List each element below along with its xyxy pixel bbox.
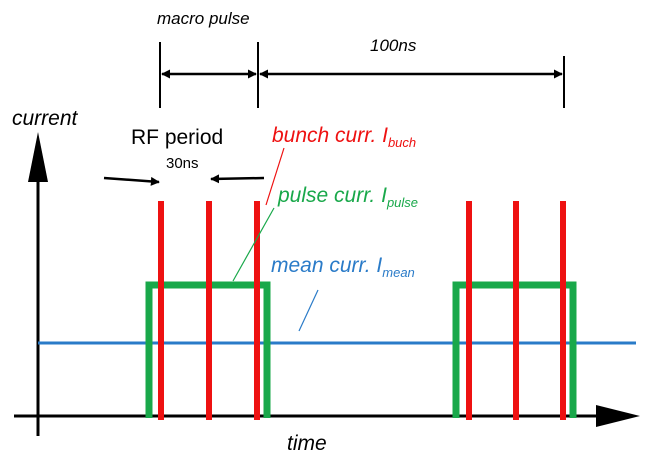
x-axis-arrowhead bbox=[596, 405, 640, 427]
rf-period-value: 30ns bbox=[166, 155, 199, 172]
bunch-current-label: bunch curr. Ibuch bbox=[272, 124, 416, 150]
macro-pulse-label: macro pulse bbox=[157, 9, 250, 28]
y-axis-label: current bbox=[12, 107, 79, 130]
pulse-current-label: pulse curr. Ipulse bbox=[277, 184, 418, 210]
mean-current-label: mean curr. Imean bbox=[271, 254, 415, 280]
x-axis-label: time bbox=[287, 432, 327, 455]
rf-period-arrow-right bbox=[210, 174, 265, 184]
rf-period-arrow-left bbox=[103, 176, 160, 186]
pulse-leader-line bbox=[232, 207, 275, 282]
period-100ns-label: 100ns bbox=[370, 36, 417, 55]
y-axis-arrowhead bbox=[28, 132, 48, 182]
mean-leader-line bbox=[298, 289, 319, 332]
bunch-leader-line bbox=[265, 147, 285, 206]
bunch-current-group-1 bbox=[158, 201, 260, 420]
rf-period-label: RF period bbox=[131, 126, 223, 149]
bunch-current-group-2 bbox=[466, 201, 566, 420]
